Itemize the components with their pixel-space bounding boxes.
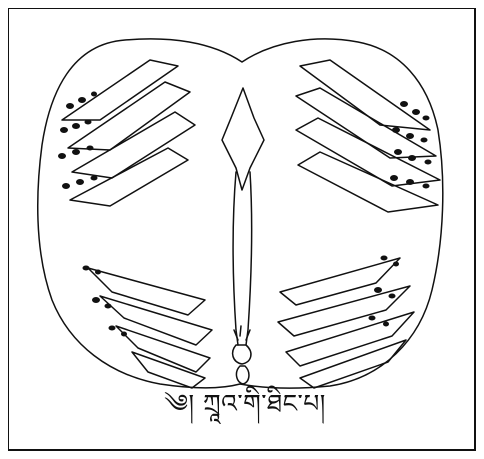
leaves-lower-right — [278, 258, 414, 388]
leaves-lower-left — [88, 268, 212, 388]
stem-bulb — [233, 345, 251, 364]
central-diamond — [222, 88, 264, 190]
central-stem — [233, 172, 252, 345]
stem-tip — [236, 366, 248, 384]
figure-caption: ༄། ཀྲཱའ་གི་ཐིང་པ། — [120, 384, 370, 424]
